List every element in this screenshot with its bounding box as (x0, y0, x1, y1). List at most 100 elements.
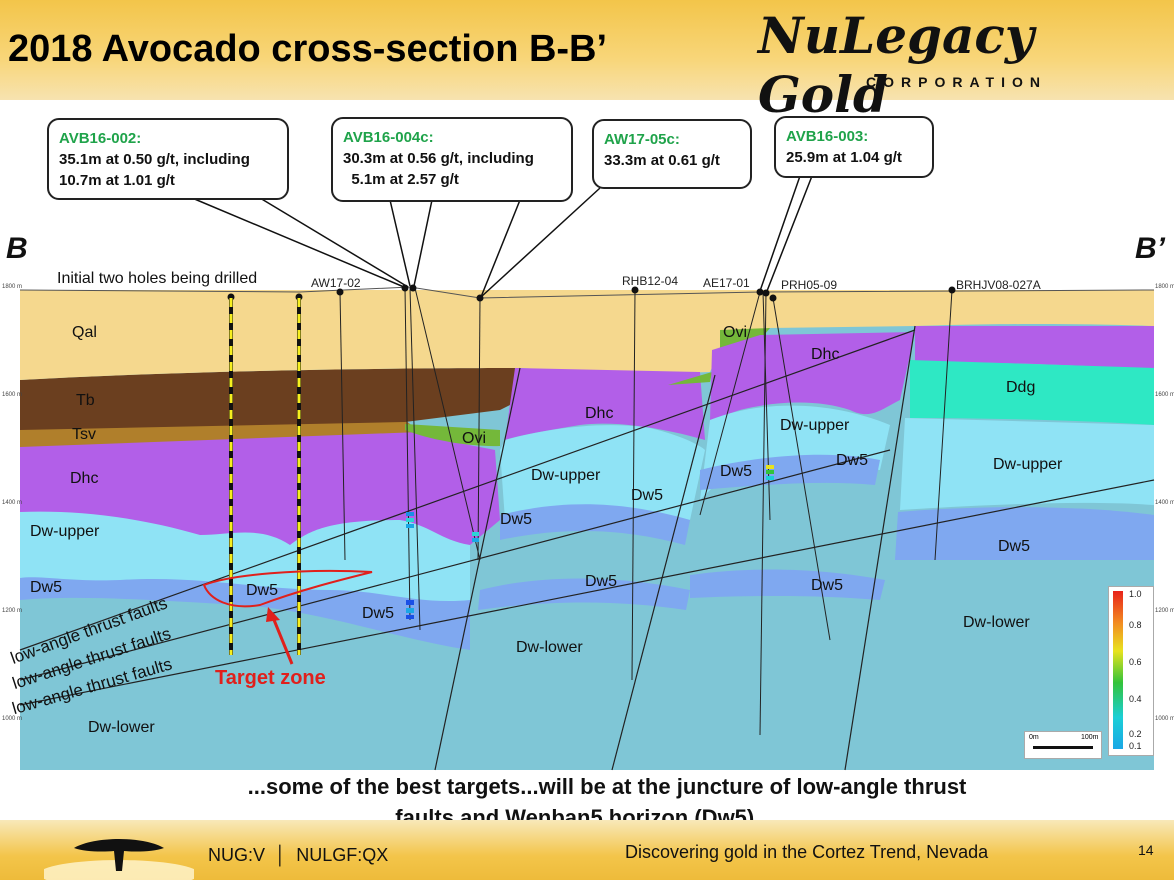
page-number: 14 (1138, 842, 1154, 858)
unit-dhc-right (915, 326, 1154, 370)
unit-label-dw-lower-left: Dw-lower (88, 719, 155, 736)
unit-dw5-right (895, 507, 1154, 560)
callout-hole-id: AW17-05c: (604, 131, 680, 148)
key-message-line-1: ...some of the best targets...will be at… (247, 774, 967, 799)
company-logo-subtitle: CORPORATION (866, 74, 1047, 90)
callout-avb16-002: AVB16-002: 35.1m at 0.50 g/t, including … (47, 118, 289, 200)
unit-label-dhc-middle: Dhc (585, 405, 614, 422)
unit-label-dhc-right-middle: Dhc (811, 346, 840, 363)
callout-aw17-05c: AW17-05c: 33.3m at 0.61 g/t (592, 119, 752, 189)
unit-ovi-mid (668, 372, 712, 385)
hole-label-prh05-09: PRH05-09 (781, 278, 838, 292)
unit-dhc-right-middle (710, 332, 915, 420)
unit-label-tsv: Tsv (72, 426, 96, 443)
svg-text:1000 m: 1000 m (1155, 716, 1174, 722)
hole-label-rhb12-04: RHB12-04 (622, 274, 679, 288)
unit-label-dw5-right-middle-b: Dw5 (836, 452, 869, 469)
unit-label-dhc-left: Dhc (70, 470, 99, 487)
unit-ovi-left (405, 424, 500, 447)
callout-hole-id: AVB16-003: (786, 128, 869, 145)
callout-avb16-003: AVB16-003: 25.9m at 1.04 g/t (774, 116, 934, 178)
callout-line: 10.7m at 1.01 g/t (59, 172, 175, 189)
callout-line: 5.1m at 2.57 g/t (343, 171, 459, 188)
scale-bar-line (1033, 746, 1093, 749)
header-band (0, 0, 1174, 100)
drill-collars (227, 284, 956, 302)
hole-label-brhjv08-027a: BRHJV08-027A (956, 278, 1041, 292)
svg-text:1600 m: 1600 m (1155, 392, 1174, 398)
svg-text:1600 m: 1600 m (2, 392, 22, 398)
scale-bar: 0m 100m (1024, 731, 1102, 759)
callout-hole-id: AVB16-004c: (343, 129, 434, 146)
unit-qal (20, 290, 1154, 380)
unit-dw-upper-right-middle (700, 405, 890, 500)
unit-dw5-right-middle (700, 454, 880, 490)
grade-color-scale: 1.0 0.8 0.6 0.4 0.2 0.1 (1108, 586, 1154, 756)
unit-label-qal: Qal (72, 324, 97, 341)
drill-holes (339, 287, 953, 736)
company-logo: NuLegacy Gold (758, 6, 1034, 124)
ground-surface (19, 286, 1155, 299)
unit-label-ddg: Ddg (1006, 379, 1036, 396)
callout-pointers (184, 175, 813, 298)
unit-label-ovi-right: Ovi (723, 324, 747, 341)
scale-tick: 0.4 (1129, 694, 1142, 704)
section-marker-left: B (6, 232, 28, 265)
callout-line: 30.3m at 0.56 g/t, including (343, 150, 534, 167)
hole-label-aw17-02: AW17-02 (311, 276, 361, 290)
unit-dw5-middle (500, 504, 690, 545)
unit-dw-upper-right (900, 418, 1154, 510)
unit-label-dw-lower-right: Dw-lower (963, 614, 1030, 631)
unit-label-dw5-center: Dw5 (362, 605, 395, 622)
unit-label-dw5-middle-c: Dw5 (585, 573, 618, 590)
drilling-note: Initial two holes being drilled (57, 270, 258, 287)
unit-tb (20, 368, 520, 430)
svg-text:1400 m: 1400 m (1155, 500, 1174, 506)
hole-label-ae17-01: AE17-01 (703, 276, 750, 290)
unit-label-ovi-left: Ovi (462, 430, 486, 447)
svg-text:1400 m: 1400 m (2, 500, 22, 506)
callout-hole-id: AVB16-002: (59, 130, 142, 147)
unit-label-dw-upper-left: Dw-upper (30, 523, 100, 540)
callout-line: 25.9m at 1.04 g/t (786, 149, 902, 166)
scale-tick: 1.0 (1129, 589, 1142, 599)
section-marker-right: B’ (1135, 232, 1165, 265)
unit-label-dw-lower-middle: Dw-lower (516, 639, 583, 656)
tree-silhouette-icon (44, 839, 194, 880)
unit-label-dw5-middle-b: Dw5 (500, 511, 533, 528)
unit-label-dw5-target: Dw5 (246, 582, 279, 599)
svg-text:1000 m: 1000 m (2, 716, 22, 722)
unit-dw5-middle-lower (478, 578, 690, 610)
unit-label-dw5-right-middle-c: Dw5 (811, 577, 844, 594)
scale-bar-start: 0m (1029, 734, 1039, 741)
scale-tick: 0.2 (1129, 729, 1142, 739)
svg-text:1200 m: 1200 m (2, 608, 22, 614)
unit-label-dw-upper-middle: Dw-upper (531, 467, 601, 484)
unit-ddg (910, 360, 1154, 425)
unit-label-tb: Tb (76, 392, 95, 409)
unit-label-dw5-right-middle-a: Dw5 (720, 463, 753, 480)
stock-tickers: NUG:V │ NULGF:QX (208, 845, 389, 865)
unit-label-dw5-middle-a: Dw5 (631, 487, 664, 504)
unit-label-dw-upper-right: Dw-upper (993, 456, 1063, 473)
scale-tick: 0.1 (1129, 741, 1142, 751)
target-zone-outline (202, 569, 373, 608)
assay-intervals (406, 465, 774, 619)
unit-label-dw-upper-right-middle: Dw-upper (780, 417, 850, 434)
unit-dhc-left (20, 430, 500, 545)
unit-label-dw5-left: Dw5 (30, 579, 63, 596)
unit-dhc-middle (505, 368, 705, 440)
callout-line: 33.3m at 0.61 g/t (604, 152, 720, 169)
unit-dw-upper-middle (500, 425, 705, 520)
company-tagline: Discovering gold in the Cortez Trend, Ne… (625, 842, 989, 862)
svg-text:1800 m: 1800 m (1155, 284, 1174, 290)
target-arrow-head (266, 607, 280, 622)
svg-text:1200 m: 1200 m (1155, 608, 1174, 614)
grade-color-bar (1113, 591, 1123, 749)
scale-tick: 0.8 (1129, 620, 1142, 630)
unit-label-dw5-right: Dw5 (998, 538, 1031, 555)
elevation-ticks: 1800 m 1600 m 1400 m 1200 m 1000 m 1800 … (2, 284, 1174, 722)
scale-bar-end: 100m (1081, 734, 1099, 741)
unit-dw5-right-middle-lower (690, 569, 885, 600)
